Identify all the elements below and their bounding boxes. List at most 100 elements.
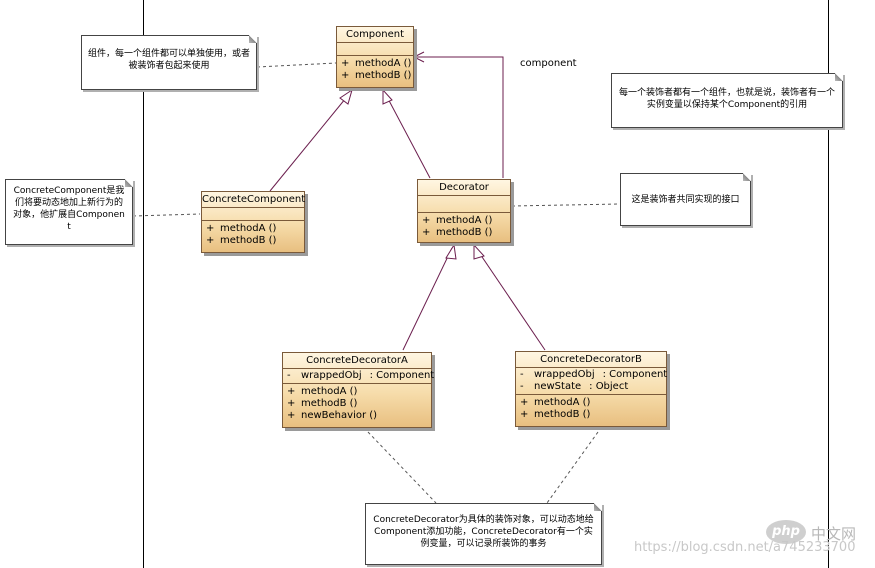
visibility-marker: + [287,398,296,409]
member-name: newBehavior () [301,410,378,421]
note-concrete-decorator: ConcreteDecorator为具体的装饰对象，可以动态地给Componen… [365,503,602,565]
attribute-row: -newState : Object [520,381,662,393]
member-type: : Object [589,381,629,392]
generalization-concretecomponent-component [269,92,351,192]
class-concrete-component: ConcreteComponent + methodA () + methodB () [201,191,305,253]
visibility-marker: - [520,369,524,380]
class-operations: + methodA () + methodB () [418,213,510,241]
note-fold-corner [594,503,602,511]
class-concrete-decorator-a: ConcreteDecoratorA -wrappedObj : Componen… [282,352,434,428]
operation-row: + methodB () [422,227,506,239]
class-component: Component + methodA () + methodB () [336,26,414,88]
note-anchor-concretecomponent [132,213,201,217]
class-decorator: Decorator + methodA () + methodB () [417,179,511,243]
class-attributes [202,208,304,221]
visibility-marker: - [287,370,291,381]
member-name: methodB () [220,235,277,246]
operation-row: + methodB () [206,235,300,247]
member-name: methodB () [436,227,493,238]
generalization-decoratora-decorator [402,247,453,351]
class-name: Decorator [418,180,510,196]
member-type: : Component [369,370,435,381]
class-name: ConcreteDecoratorB [516,352,666,368]
class-name: ConcreteDecoratorA [283,353,431,369]
watermark-site-name: 中文网 [811,525,857,543]
operation-row: + newBehavior () [287,410,427,422]
visibility-marker: + [206,235,215,246]
visibility-marker: + [520,409,529,420]
swimlane-right-border [828,0,829,568]
note-anchor-decoratorb [546,431,599,504]
visibility-marker: + [520,397,529,408]
note-anchor-decoratora [367,431,437,504]
class-name: ConcreteComponent [202,192,305,208]
note-fold-corner [125,179,133,187]
visibility-marker: + [287,386,296,397]
operation-row: + methodB () [287,398,427,410]
member-name: wrappedObj [301,370,362,381]
note-text: 每一个装饰者都有一个组件，也就是说，装饰者有一个实例变量以保持某个Compone… [618,88,835,110]
member-name: methodA () [301,386,358,397]
generalization-decorator-component [384,92,431,179]
member-name: methodB () [301,398,358,409]
class-name: Component [337,27,413,43]
member-name: methodA () [534,397,591,408]
note-component: 组件，每一个组件都可以单独使用，或者被装饰者包起来使用 [81,35,257,90]
generalization-arrowhead [339,88,353,105]
note-decorator-interface: 这是装饰者共同实现的接口 [620,173,751,226]
visibility-marker: + [422,215,431,226]
association-arrowhead [412,51,425,63]
class-attributes [337,43,413,56]
class-operations: + methodA () + methodB () [516,395,666,423]
attribute-row: -wrappedObj : Component [520,369,667,381]
note-fold-corner [249,35,257,43]
operation-row: + methodA () [422,215,506,227]
note-text: ConcreteDecorator为具体的装饰对象，可以动态地给Componen… [373,515,594,549]
member-name: methodA () [355,58,412,69]
visibility-marker: + [287,410,296,421]
visibility-marker: + [341,70,350,81]
member-name: wrappedObj [534,369,595,380]
visibility-marker: + [341,58,350,69]
member-name: methodB () [355,70,412,81]
note-fold-corner [835,73,843,81]
class-attributes: -wrappedObj : Component [283,369,434,384]
generalization-decoratorb-decorator [475,247,546,351]
operation-row: + methodA () [206,223,300,235]
operation-row: + methodA () [341,58,412,70]
member-name: newState [534,381,582,392]
note-text: ConcreteComponent是我们将要动态地加上新行为的对象，他扩展自Co… [13,186,125,232]
member-name: methodA () [220,223,277,234]
member-type: : Component [602,369,668,380]
association-label: component [520,58,577,69]
visibility-marker: + [422,227,431,238]
note-text: 组件，每一个组件都可以单独使用，或者被装饰者包起来使用 [88,49,251,71]
note-text: 这是装饰者共同实现的接口 [631,195,740,205]
operation-row: + methodB () [520,409,662,421]
visibility-marker: + [206,223,215,234]
operation-row: + methodB () [341,70,412,82]
php-logo-icon: php [766,520,806,544]
class-concrete-decorator-b: ConcreteDecoratorB -wrappedObj : Componen… [515,351,667,427]
class-operations: + methodA () + methodB () [202,221,304,249]
generalization-arrowhead [382,88,393,105]
watermark-url: https://blog.csdn.net/a745233700 [634,540,856,555]
generalization-arrowhead [473,243,485,260]
class-operations: + methodA () + methodB () [337,56,413,84]
visibility-marker: - [520,381,524,392]
note-fold-corner [743,173,751,181]
generalization-arrowhead [445,243,457,260]
operation-row: + methodA () [287,386,427,398]
association-decorator-component [414,56,504,178]
note-decorator-has-component: 每一个装饰者都有一个组件，也就是说，装饰者有一个实例变量以保持某个Compone… [611,73,843,128]
class-attributes: -wrappedObj : Component -newState : Object [516,368,667,395]
note-concrete-component: ConcreteComponent是我们将要动态地加上新行为的对象，他扩展自Co… [5,179,133,245]
attribute-row: -wrappedObj : Component [287,370,434,382]
note-anchor-decorator [511,203,621,207]
operation-row: + methodA () [520,397,662,409]
member-name: methodA () [436,215,493,226]
member-name: methodB () [534,409,591,420]
swimlane-left-border [143,0,144,568]
